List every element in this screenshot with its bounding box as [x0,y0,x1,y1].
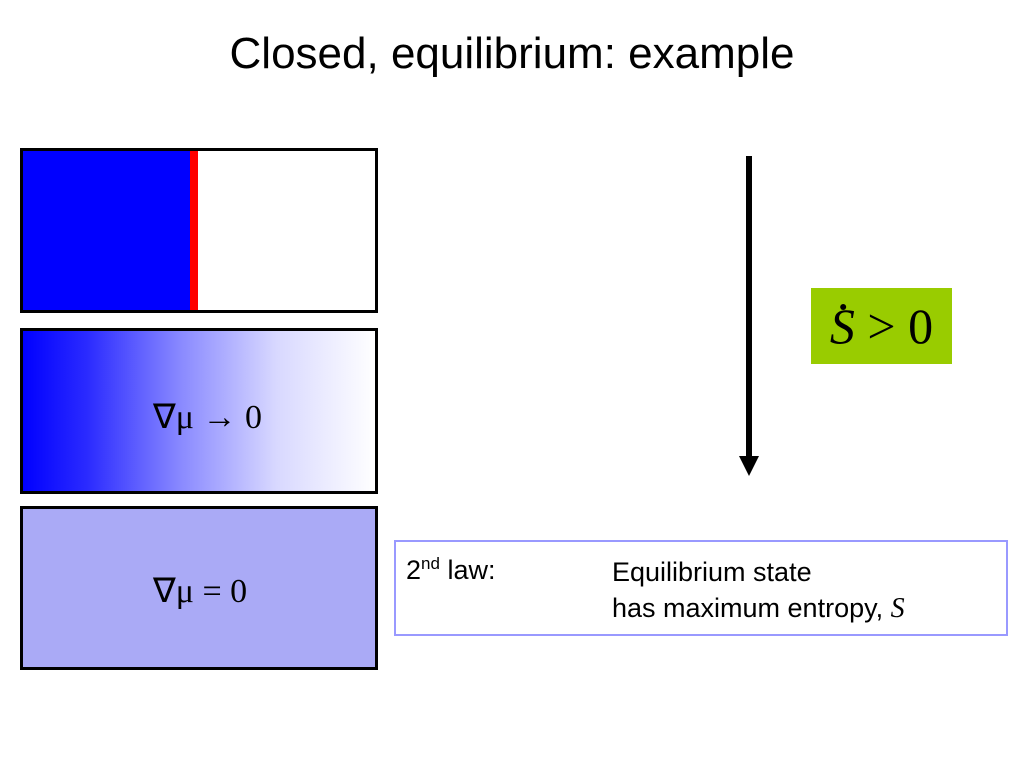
slide-title: Closed, equilibrium: example [229,29,795,78]
concentrated-region [23,151,190,310]
equilibrium-state-box: ∇μ = 0 [20,506,378,670]
initial-state-box [20,148,378,313]
law-label: 2nd law: [406,554,495,586]
gradient-decreasing-formula: ∇μ → 0 [153,399,262,436]
time-arrow-shaft [746,156,752,458]
gradient-zero-formula: ∇μ = 0 [153,573,248,610]
law-statement: Equilibrium state has maximum entropy, S [612,554,905,627]
law-label-rest: law: [439,555,496,585]
membrane-divider [190,151,198,310]
entropy-relation: > 0 [854,298,934,354]
second-law-box: 2nd law: Equilibrium state has maximum e… [394,540,1008,636]
entropy-rate-symbol: S [830,288,855,364]
entropy-production-badge: S > 0 [811,288,952,364]
law-ordinal-suffix: nd [421,554,440,573]
law-line-2-text: has maximum entropy, [612,593,891,623]
transition-state-box: ∇μ → 0 [20,328,378,494]
law-ordinal-number: 2 [406,555,422,585]
down-arrow-icon [739,456,759,476]
time-derivative-dot [840,304,847,310]
law-line-2: has maximum entropy, S [612,590,905,627]
entropy-symbol: S [890,593,905,624]
law-line-1: Equilibrium state [612,557,812,587]
